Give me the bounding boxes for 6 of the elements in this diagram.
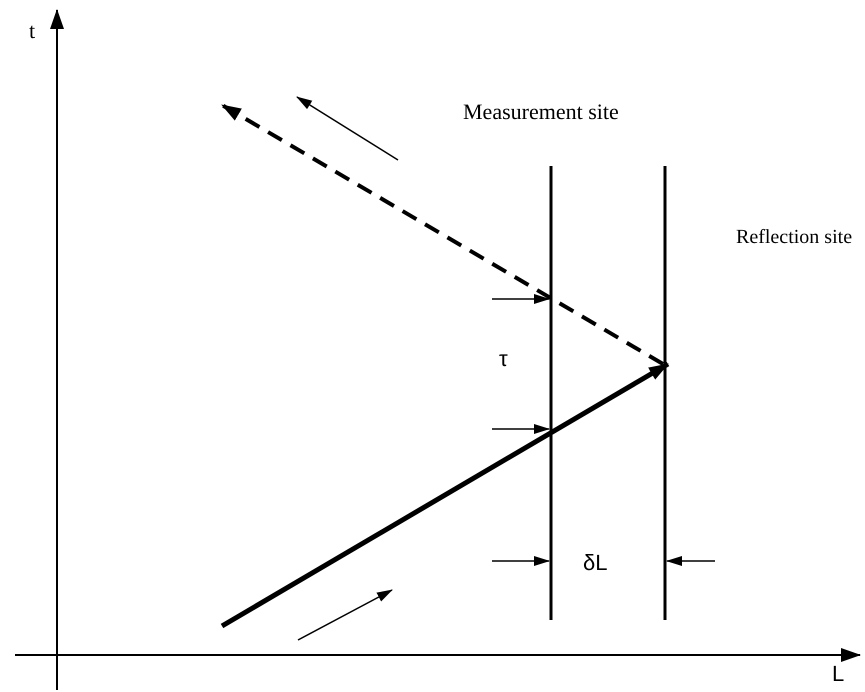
site-label: Measurement site (463, 101, 619, 123)
site-label: Reflection site (736, 227, 852, 247)
dimension-label: δL (583, 552, 608, 574)
symbol-label: τ (499, 348, 508, 370)
axis-label: L (832, 663, 844, 685)
axis-label: t (29, 20, 36, 42)
